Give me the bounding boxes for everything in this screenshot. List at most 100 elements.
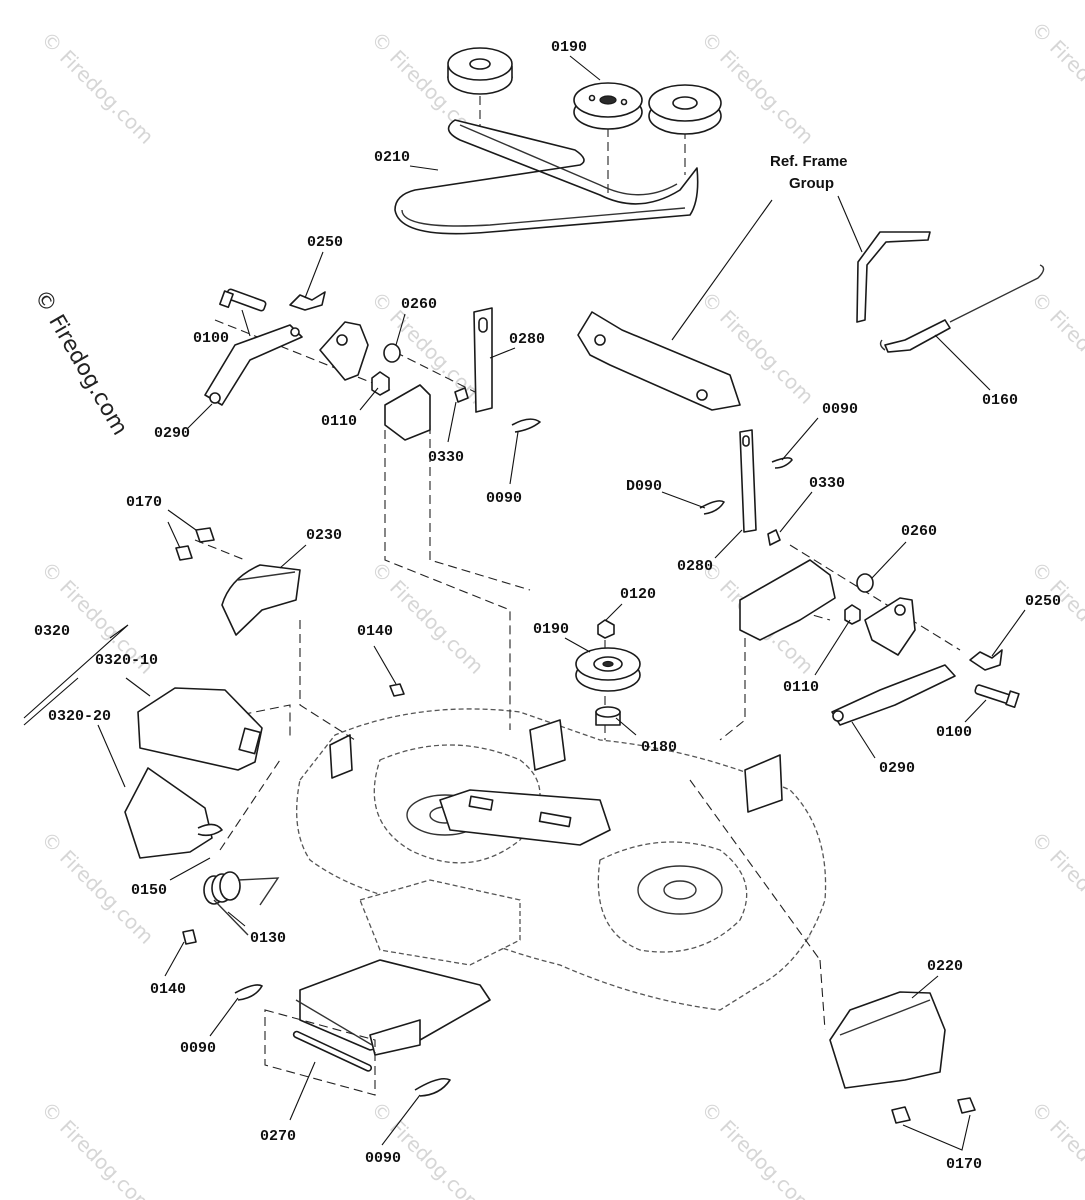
chute-0320-10 <box>137 687 263 771</box>
watermark: © Firedog.com <box>366 557 488 679</box>
callout-0110-right: 0110 <box>783 679 819 696</box>
callout-0270: 0270 <box>260 1128 296 1145</box>
spring-0130 <box>203 871 280 936</box>
callout-0090-bottom-left: 0090 <box>180 1040 216 1057</box>
callout-0220: 0220 <box>927 958 963 975</box>
callout-0280-left: 0280 <box>509 331 545 348</box>
screw-0170-d <box>891 1106 911 1124</box>
pulley-0190-center <box>575 647 641 692</box>
callout-0290-right: 0290 <box>879 760 915 777</box>
wing-nut-0250-left <box>289 291 326 311</box>
bolt-0100-right <box>974 684 1020 709</box>
leader-lines <box>23 55 1026 1151</box>
callout-0100-left: 0100 <box>193 330 229 347</box>
callout-0110-left: 0110 <box>321 413 357 430</box>
watermark: © Firedog.com <box>1026 1097 1085 1200</box>
callout-0150: 0150 <box>131 882 167 899</box>
pin-0270 <box>292 1030 373 1072</box>
washer-0260-left <box>383 343 401 363</box>
callout-0180: 0180 <box>641 739 677 756</box>
assembly-lines <box>194 96 961 1096</box>
callout-0120: 0120 <box>620 586 656 603</box>
callout-0320: 0320 <box>34 623 70 640</box>
callout-0260-left: 0260 <box>401 296 437 313</box>
nut-0120 <box>597 619 615 639</box>
spring-0150 <box>197 823 223 837</box>
belt-cover-0230 <box>221 564 301 636</box>
hairpin-0090-right-a <box>771 457 793 469</box>
hairpin-0090-bottom <box>414 1077 451 1097</box>
right-shield <box>829 991 976 1124</box>
deck-bracket-left <box>384 384 431 441</box>
callout-0170-top: 0170 <box>126 494 162 511</box>
right-idler-bracket-assembly <box>577 231 1045 726</box>
ref-frame-label-line2: Group <box>789 175 834 192</box>
callout-0130: 0130 <box>250 930 286 947</box>
hairpin-0090-bottom-left <box>234 984 263 1001</box>
bushing-0330-right <box>767 529 781 546</box>
drive-belt <box>394 119 699 235</box>
arm-0290-left <box>204 324 303 406</box>
pulley-right <box>648 84 722 135</box>
pulley-left <box>447 47 513 95</box>
bracket-0260-plate-right <box>864 597 916 656</box>
callout-0290-left: 0290 <box>154 425 190 442</box>
callout-0090-bottom: 0090 <box>365 1150 401 1167</box>
callout-0190-top: 0190 <box>551 39 587 56</box>
callout-0090-left: 0090 <box>486 490 522 507</box>
chute-0320-20 <box>124 767 213 859</box>
lift-link <box>856 231 931 323</box>
bracket-0260-plate-left <box>319 321 369 381</box>
pulley-idler <box>573 82 643 130</box>
ref-frame-label-line1: Ref. Frame <box>770 153 848 170</box>
screw-0170-a <box>195 527 215 543</box>
callout-0170-bottom: 0170 <box>946 1156 982 1173</box>
callout-labels: 0190 0210 0250 0100 0260 0280 0290 0110 … <box>34 39 1061 1173</box>
watermark: © Firedog.com <box>696 27 818 149</box>
callout-0190-mid: 0190 <box>533 621 569 638</box>
nut-0110-right <box>844 604 861 625</box>
callout-0320-10: 0320-10 <box>95 652 158 669</box>
callout-0140-top: 0140 <box>357 623 393 640</box>
callout-0160: 0160 <box>982 392 1018 409</box>
link-0280-right <box>739 429 757 533</box>
watermark: © Firedog.com <box>1026 827 1085 949</box>
left-shields <box>124 527 451 1097</box>
callout-0090-right-b: D090 <box>626 478 662 495</box>
bolt-0100-left <box>219 288 267 312</box>
hairpin-0090-left <box>511 418 541 433</box>
side-watermark: © Firedog.com <box>29 286 132 440</box>
screw-0170-b <box>175 545 193 561</box>
left-idler-bracket-assembly <box>204 288 541 441</box>
link-0280-left <box>473 307 493 413</box>
callout-0280-right: 0280 <box>677 558 713 575</box>
frame-bar <box>577 311 741 411</box>
watermark: © Firedog.com <box>366 1097 488 1200</box>
watermark: © Firedog.com <box>1026 557 1085 679</box>
watermark: © Firedog.com <box>696 1097 818 1200</box>
hairpin-0090-right-b <box>699 500 725 515</box>
watermark: © Firedog.com <box>36 1097 158 1200</box>
wing-nut-0250-right <box>969 649 1003 671</box>
watermark: © Firedog.com <box>36 27 158 149</box>
callout-0250-left: 0250 <box>307 234 343 251</box>
nut-0110-left <box>371 371 390 396</box>
washer-0260-right <box>856 573 874 593</box>
watermark: © Firedog.com <box>1026 17 1085 139</box>
screw-0170-c <box>957 1097 976 1114</box>
deck-bracket-right <box>739 559 836 641</box>
washer-0140-top <box>389 683 405 697</box>
callout-0230: 0230 <box>306 527 342 544</box>
callout-0320-20: 0320-20 <box>48 708 111 725</box>
callout-0090-right-a: 0090 <box>822 401 858 418</box>
callout-0250-right: 0250 <box>1025 593 1061 610</box>
center-pulley-stack <box>575 619 641 726</box>
callout-0210: 0210 <box>374 149 410 166</box>
callout-0330-right: 0330 <box>809 475 845 492</box>
bushing-0330-left <box>454 387 469 403</box>
callout-0260-right: 0260 <box>901 523 937 540</box>
top-pulley-group <box>394 47 722 235</box>
callout-0100-right: 0100 <box>936 724 972 741</box>
callout-0140-bottom: 0140 <box>150 981 186 998</box>
